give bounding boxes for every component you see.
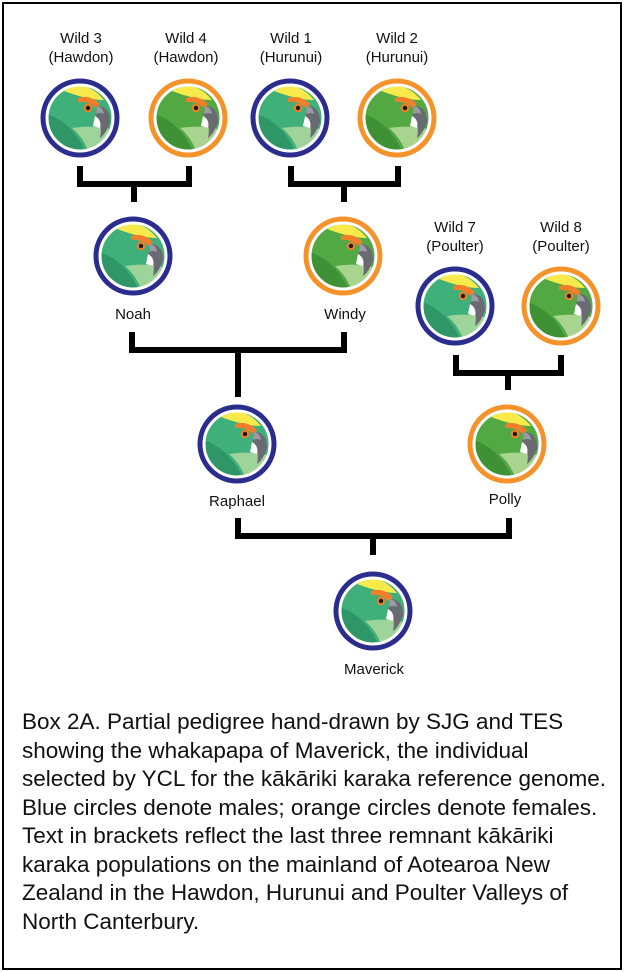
wild4-portrait [148,78,228,158]
location-wild4: (Hawdon) [153,49,219,66]
label-wild1: Wild 1 (Hurunui) [260,29,323,67]
label-wild8: Wild 8 (Poulter) [532,218,590,256]
wild1-portrait [250,78,330,158]
connector-poulter-to-polly [453,355,564,390]
location-wild7: (Poulter) [426,238,484,255]
wild2-portrait [357,78,437,158]
figure-caption: Box 2A. Partial pedigree hand-drawn by S… [22,709,607,934]
location-wild2: (Hurunui) [365,49,429,66]
name-noah: Noah [115,306,151,323]
wild8-portrait [521,266,601,346]
pedigree-connectors [77,166,564,555]
connector-hawdon-to-noah [77,166,192,202]
name-wild8: Wild 8 [540,219,582,236]
name-windy: Windy [324,306,366,323]
name-wild2: Wild 2 [376,30,418,47]
label-wild4: Wild 4 (Hawdon) [153,29,218,67]
name-maverick: Maverick [343,661,405,678]
name-wild7: Wild 7 [434,219,476,236]
name-wild4: Wild 4 [165,30,207,47]
label-wild3: Wild 3 (Hawdon) [48,29,113,67]
location-wild8: (Poulter) [532,238,590,255]
polly-portrait [467,404,547,484]
wild3-portrait [40,78,120,158]
location-wild1: (Hurunui) [259,49,323,66]
name-wild3: Wild 3 [60,30,102,47]
label-noah: Noah [115,305,151,324]
connector-noah-windy-to-raphael [129,332,347,397]
noah-portrait [93,216,173,296]
location-wild3: (Hawdon) [48,49,114,66]
label-maverick: Maverick [344,660,404,679]
connector-hurunui-to-windy [288,166,401,202]
windy-portrait [303,216,383,296]
label-wild2: Wild 2 (Hurunui) [366,29,429,67]
name-wild1: Wild 1 [270,30,312,47]
raphael-portrait [197,404,277,484]
label-polly: Polly [489,490,522,509]
label-raphael: Raphael [209,492,265,511]
wild7-portrait [415,266,495,346]
label-wild7: Wild 7 (Poulter) [426,218,484,256]
maverick-portrait [333,571,413,651]
name-raphael: Raphael [209,493,265,510]
name-polly: Polly [488,491,522,508]
connector-raphael-polly-to-maverick [235,518,512,555]
label-windy: Windy [324,305,366,324]
